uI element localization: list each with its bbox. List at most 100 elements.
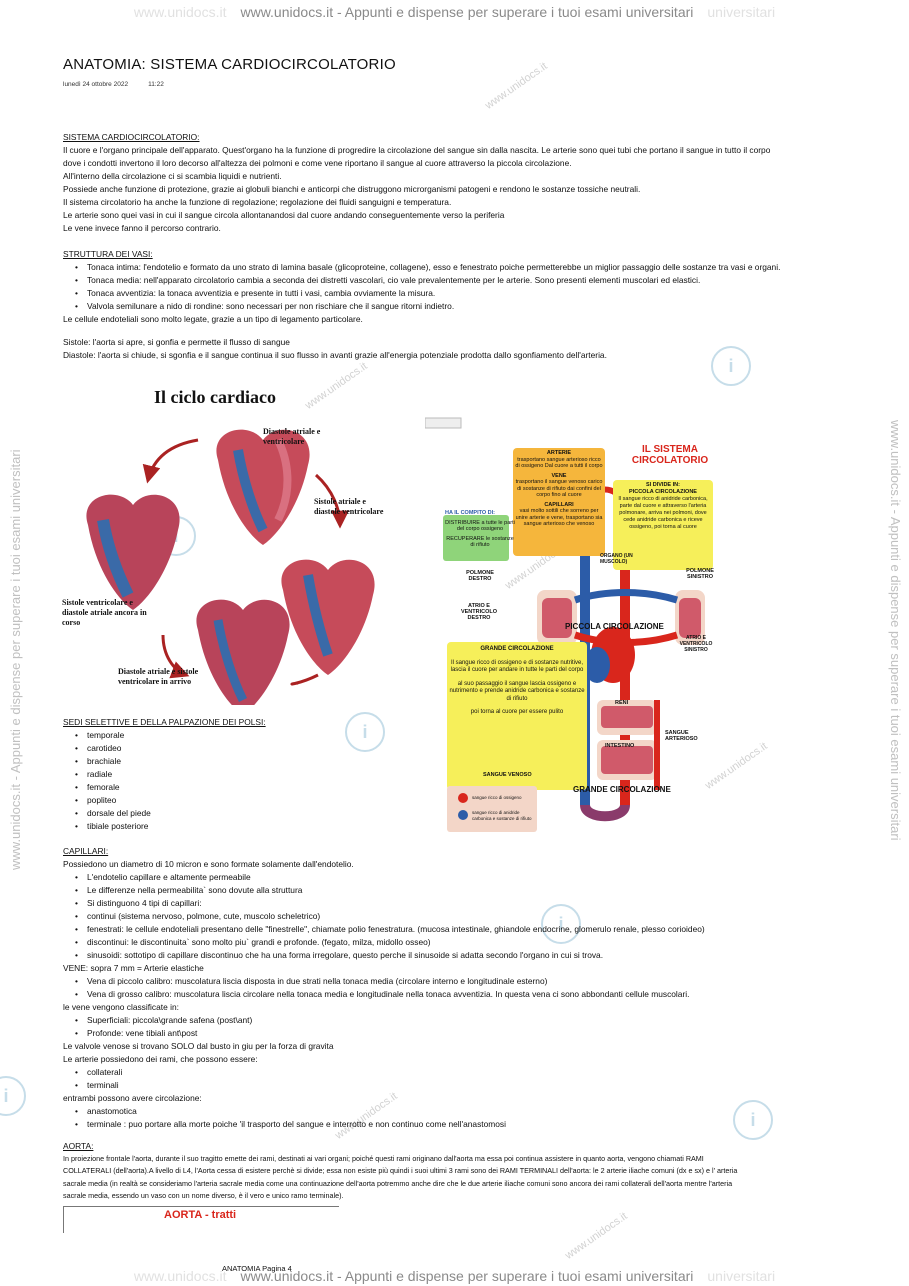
intro-line: Possiede anche funzione di protezione, g…: [63, 184, 641, 194]
cycle-arrow: [314, 473, 349, 529]
banner-faint-right: universitari: [707, 4, 776, 20]
arterie-title: ARTERIE: [546, 450, 572, 456]
divide-box: SI DIVIDE IN: PICCOLA CIRCOLAZIONE Il sa…: [615, 482, 711, 531]
vene-entrambi: entrambi possono avere circolazione:: [63, 1093, 202, 1103]
reni-label: RENI: [615, 700, 629, 706]
aorta-line: In proiezione frontale l'aorta, durante …: [63, 1153, 704, 1163]
heart-label: Sistole atriale e diastole ventricolare: [314, 497, 384, 516]
list-item: Vena di grosso calibro: muscolatura lisc…: [75, 988, 898, 1001]
aorta-figure: AORTA - tratti: [63, 1206, 339, 1233]
aorta-heading: AORTA:: [63, 1141, 94, 1151]
rami-list: collaterali terminali: [63, 1066, 898, 1092]
vasi-section: STRUTTURA DEI VASI: Tonaca intima: l'end…: [63, 248, 898, 326]
right-side-watermark: www.unidocs.it - Appunti e dispense per …: [888, 420, 903, 841]
list-item: Superficiali: piccola\grande safena (pos…: [75, 1014, 898, 1027]
banner-faint-right: universitari: [707, 1268, 776, 1284]
capillari-list: L'endotelio capillare e altamente permea…: [63, 871, 898, 962]
list-item: fenestrati: le cellule endoteliali prese…: [75, 923, 898, 936]
aorta-box-title: AORTA - tratti: [164, 1209, 237, 1221]
arterie-box: ARTERIE trasportano sangue arterioso ric…: [515, 450, 603, 528]
banner-text: www.unidocs.it - Appunti e dispense per …: [240, 1268, 694, 1284]
aorta-section: AORTA: In proiezione frontale l'aorta, d…: [63, 1140, 898, 1203]
vene-list: Vena di piccolo calibro: muscolatura lis…: [63, 975, 898, 1001]
page-footer: ANATOMIA Pagina 4: [222, 1264, 292, 1273]
heart-left: [86, 494, 180, 610]
list-item: Vena di piccolo calibro: muscolatura lis…: [75, 975, 898, 988]
list-item: discontinui: le discontinuita` sono molt…: [75, 936, 898, 949]
capillari-intro: Possiedono un diametro di 10 micron e so…: [63, 859, 354, 869]
polsi-section: SEDI SELETTIVE E DELLA PALPAZIONE DEI PO…: [63, 716, 363, 833]
aorta-line: sacrale media (in realtà se consideriamo…: [63, 1178, 733, 1188]
capillari-heading: CAPILLARI:: [63, 846, 109, 856]
atrio-sx-label: ATRIO E VENTRICOLO SINISTRO: [679, 635, 713, 653]
cycle-arrow: [290, 673, 319, 686]
aorta-line: COLLATERALI (dell'aorta).A livello di L4…: [63, 1166, 738, 1175]
grande-title: GRANDE CIRCOLAZIONE: [480, 646, 554, 652]
legend-blue: sangue ricco di anidride carbonica e sos…: [472, 810, 532, 821]
intro-line: dove i condotti invertono il loro decors…: [63, 158, 572, 168]
list-item: Si distinguono 4 tipi di capillari:: [75, 897, 898, 910]
banner-url-faint: www.unidocs.it: [133, 4, 227, 20]
vene-rami: Le arterie possiedono dei rami, che poss…: [63, 1054, 258, 1064]
list-item: terminali: [75, 1079, 898, 1092]
vasi-list: Tonaca intima: l'endotelio e formato da …: [63, 261, 898, 313]
cycle-arrow: [161, 634, 190, 679]
capillari-text: vasi molto sottili che sorreno per unire…: [515, 508, 603, 527]
piccola-title: PICCOLA CIRCOLAZIONE: [629, 489, 697, 495]
heart-label: Sistole ventricolare e diastole atriale …: [62, 598, 147, 627]
vasi-after: Le cellule endoteliali sono molto legate…: [63, 314, 363, 324]
organo-label: ORGANO (UN MUSCOLO): [600, 553, 633, 565]
atrio-dx-label: ATRIO E VENTRICOLO DESTRO: [460, 603, 498, 621]
piccola-text: Il sangue ricco di anidride carbonica, p…: [618, 496, 708, 530]
vene-classificate: le vene vengono classificate in:: [63, 1002, 179, 1012]
list-item: popliteo: [75, 794, 363, 807]
grande-label: GRANDE CIRCOLAZIONE: [573, 785, 671, 794]
sangue-arterioso-label: SANGUE ARTERIOSO: [665, 730, 698, 742]
polmone-sx-label: POLMONE SINISTRO: [686, 568, 714, 580]
heart-cycle-illustration: [86, 429, 375, 715]
intestino-label: INTESTINO: [605, 743, 635, 749]
circ-list: anastomotica terminale : puo portare all…: [63, 1105, 898, 1131]
vene-heading: VENE: sopra 7 mm = Arterie elastiche: [63, 963, 204, 973]
heart-cycle-figure: Il ciclo cardiaco Diastole atriale e ven…: [58, 385, 388, 715]
vene-valvole: Le valvole venose si trovano SOLO dal bu…: [63, 1041, 334, 1051]
cycle-arrow: [142, 438, 199, 484]
list-item: anastomotica: [75, 1105, 898, 1118]
list-item: terminale : puo portare alla morte poich…: [75, 1118, 898, 1131]
page-title: ANATOMIA: SISTEMA CARDIOCIRCOLATORIO: [63, 56, 396, 73]
intro-heading: SISTEMA CARDIOCIRCOLATORIO:: [63, 132, 200, 142]
banner-url-faint: www.unidocs.it: [133, 1268, 227, 1284]
vene-text: trasportano il sangue venoso carico di s…: [515, 479, 603, 498]
heart-top: [216, 429, 310, 545]
vene-class-list: Superficiali: piccola\grande safena (pos…: [63, 1014, 898, 1040]
intro-line: All'interno della circolazione ci si sca…: [63, 171, 282, 181]
intro-line: Le vene invece fanno il percorso contrar…: [63, 223, 221, 233]
intro-line: Il cuore e l'organo principale dell'appa…: [63, 145, 771, 155]
list-item: Profonde: vene tibiali ant\post: [75, 1027, 898, 1040]
date-text: lunedì 24 ottobre 2022: [63, 81, 129, 88]
capillari-section: CAPILLARI: Possiedono un diametro di 10 …: [63, 845, 898, 1131]
grande-box: GRANDE CIRCOLAZIONE Il sangue ricco di o…: [449, 646, 585, 717]
circulatory-system-figure: IL SISTEMA CIRCOLATORIO ARTERIE trasport…: [424, 410, 725, 835]
heart-label: Diastole atriale e sistole ventricolare …: [118, 667, 199, 686]
compito-a: DISTRIBUIRE a tutte le parti del corpo o…: [445, 519, 515, 533]
grande-text: Il sangue ricco di ossigeno e di sostanz…: [450, 659, 584, 674]
polsi-heading: SEDI SELETTIVE E DELLA PALPAZIONE DEI PO…: [63, 717, 266, 727]
intro-line: Il sistema circolatorio ha anche la funz…: [63, 197, 452, 207]
compito-box: HA IL COMPITO DI: DISTRIBUIRE a tutte le…: [445, 510, 515, 549]
list-item: sinusoidi: sottotipo di capillare discon…: [75, 949, 898, 962]
grande-text: al suo passaggio il sangue lascia ossige…: [449, 680, 585, 702]
heart-bottom: [196, 599, 290, 715]
list-item: collaterali: [75, 1066, 898, 1079]
aorta-line: sacrale media, essendo un vaso con un no…: [63, 1191, 344, 1200]
left-side-watermark: www.unidocs.it - Appunti e dispense per …: [8, 449, 23, 870]
list-item: Tonaca intima: l'endotelio e formato da …: [75, 261, 898, 274]
diagonal-watermark: www.unidocs.it: [483, 60, 550, 112]
bottom-watermark-banner: www.unidocs.it www.unidocs.it - Appunti e…: [0, 1268, 909, 1284]
list-item: L'endotelio capillare e altamente permea…: [75, 871, 898, 884]
diagonal-watermark: www.unidocs.it: [563, 1210, 630, 1262]
sistole-line: Sistole: l'aorta si apre, si gonfia e pe…: [63, 337, 290, 347]
compito-title: HA IL COMPITO DI:: [445, 510, 496, 516]
